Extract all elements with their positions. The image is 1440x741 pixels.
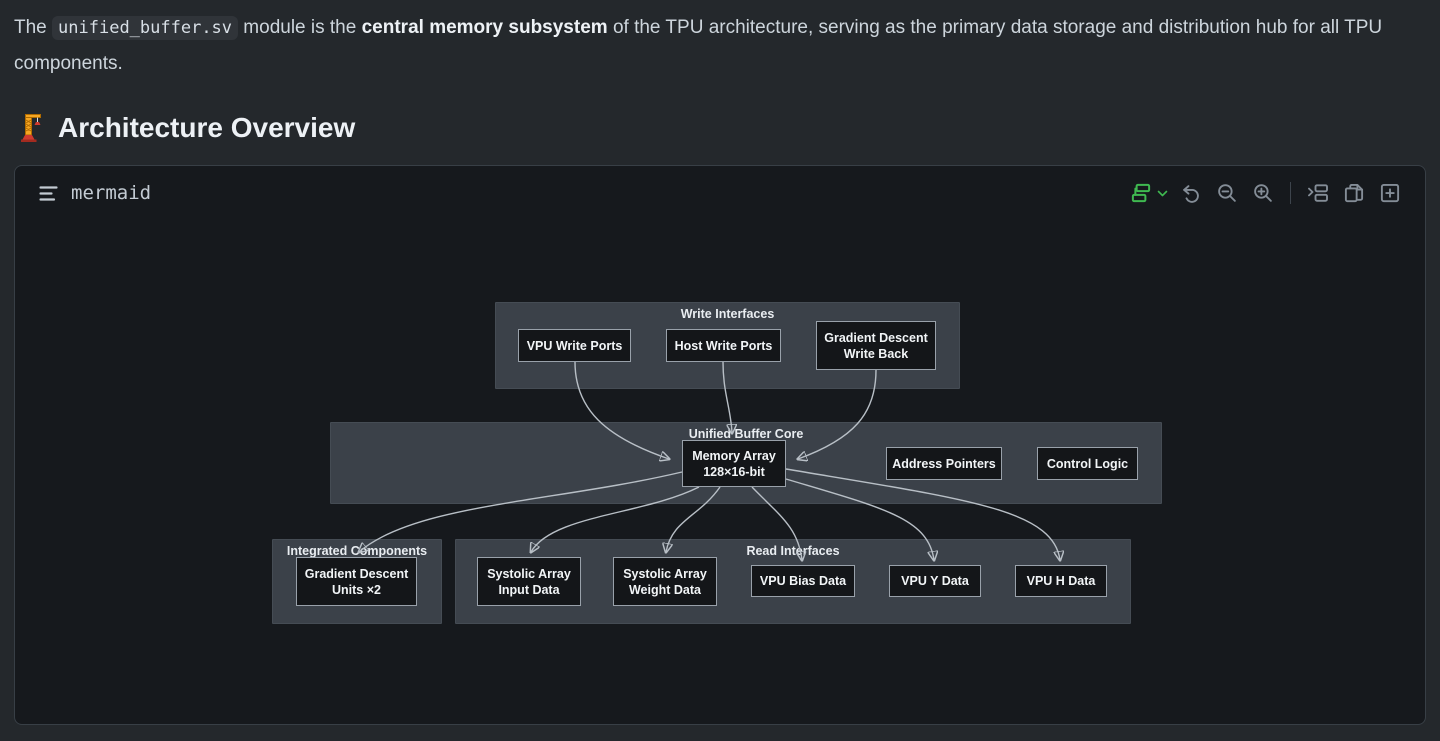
intro-text-suffix: of the TPU architecture, serving as the … <box>14 17 1383 74</box>
zoom-out-button[interactable] <box>1212 178 1242 208</box>
toolbar-divider <box>1290 182 1291 204</box>
language-label: mermaid <box>71 182 152 204</box>
node-vpu-bias-data: VPU Bias Data <box>751 565 855 597</box>
diagram-view-dropdown[interactable] <box>1129 178 1170 208</box>
list-icon <box>39 185 58 201</box>
intro-paragraph: The unified_buffer.sv module is the cent… <box>14 8 1426 82</box>
zoom-in-button[interactable] <box>1248 178 1278 208</box>
chevron-down-icon <box>1157 190 1168 197</box>
expand-icon <box>1380 183 1400 203</box>
node-vpu-write-ports: VPU Write Ports <box>518 329 631 362</box>
subgraph-title: Read Interfaces <box>746 544 840 558</box>
mermaid-diagram-icon <box>1131 183 1151 203</box>
intro-bold-text: central memory subsystem <box>361 17 608 38</box>
node-gradient-descent-write-back: Gradient Descent Write Back <box>816 321 936 370</box>
intro-text-prefix: The <box>14 17 53 38</box>
section-heading-text: Architecture Overview <box>58 112 356 143</box>
code-block-header: mermaid <box>15 166 1425 220</box>
node-systolic-array-weight-data: Systolic Array Weight Data <box>613 557 717 606</box>
node-systolic-array-input-data: Systolic Array Input Data <box>477 557 581 606</box>
node-vpu-y-data: VPU Y Data <box>889 565 981 597</box>
diagram-edges <box>15 361 1425 724</box>
copy-button[interactable] <box>1339 178 1369 208</box>
mermaid-diagram-canvas: Write Interfaces Unified Buffer Core Int… <box>15 221 1425 724</box>
subgraph-title: Unified Buffer Core <box>688 427 804 441</box>
building-construction-icon <box>21 114 41 142</box>
node-gradient-descent-units: Gradient Descent Units ×2 <box>296 557 417 606</box>
node-vpu-h-data: VPU H Data <box>1015 565 1107 597</box>
node-memory-array: Memory Array 128×16-bit <box>682 440 786 487</box>
subgraph-title: Write Interfaces <box>680 307 775 321</box>
intro-text-middle: module is the <box>238 17 362 38</box>
code-block-toolbar <box>1129 178 1405 208</box>
node-control-logic: Control Logic <box>1037 447 1138 480</box>
node-address-pointers: Address Pointers <box>886 447 1002 480</box>
source-view-icon <box>1308 184 1328 202</box>
expand-button[interactable] <box>1375 178 1405 208</box>
section-heading: Architecture Overview <box>16 112 1426 144</box>
reset-view-button[interactable] <box>1176 178 1206 208</box>
copy-icon <box>1344 183 1364 203</box>
undo-icon <box>1183 185 1199 203</box>
zoom-out-icon <box>1218 184 1236 202</box>
zoom-in-icon <box>1254 184 1272 202</box>
node-host-write-ports: Host Write Ports <box>666 329 781 362</box>
language-indicator: mermaid <box>39 182 151 204</box>
view-source-button[interactable] <box>1303 178 1333 208</box>
mermaid-code-block-panel: mermaid <box>14 165 1426 725</box>
markdown-page: The unified_buffer.sv module is the cent… <box>14 8 1426 725</box>
inline-code-unified-buffer: unified_buffer.sv <box>52 16 239 40</box>
